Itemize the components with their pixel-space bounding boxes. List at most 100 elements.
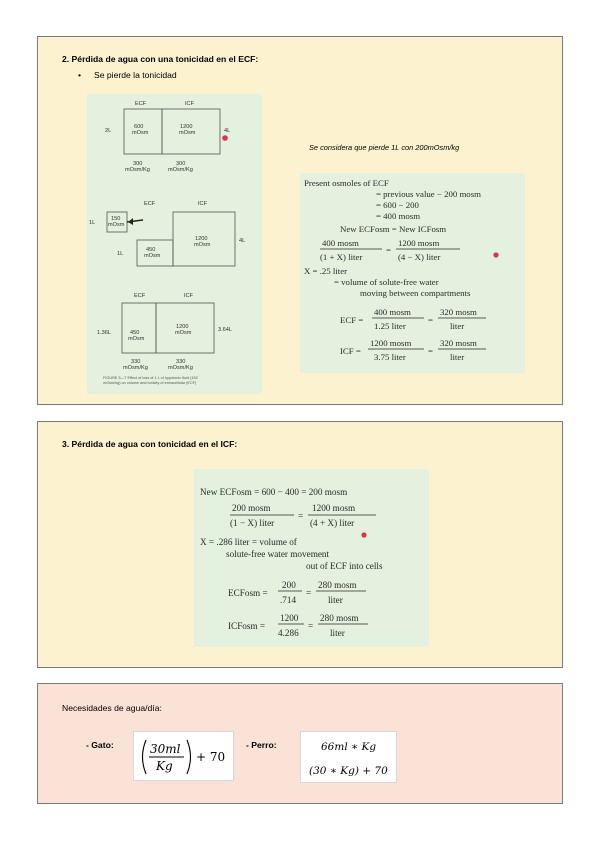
mid-icf-label: ICF [198,201,208,207]
frac1-numerator: 400 mosm [322,238,359,248]
section-icf-tonicity-loss: 3. Pérdida de agua con tonicidad en el I… [37,421,563,668]
icf-ecf-result-denominator: liter [328,595,343,605]
ecf-denominator: 1.25 liter [374,321,406,331]
top-left-volume: 2L [105,128,111,134]
bot-ecf-box [121,302,157,354]
top-icf-label: ICF [185,101,195,107]
section3-title: 3. Pérdida de agua con tonicidad en el I… [62,439,238,449]
top-ecf-conc-unit: mOsm/Kg [125,167,150,173]
icf-frac1-numerator: 200 mosm [232,503,271,513]
frac-equals-3: = [428,346,433,356]
ecf-result-numerator: 320 mosm [440,307,477,317]
bullet-text: Se pierde la tonicidad [94,70,177,80]
icf-calc-line-x: X = .286 liter = volume of [200,537,298,547]
lost-osm-value: 150 [111,216,120,222]
icf-denominator: 3.75 liter [374,352,406,362]
mid-ecf-volume: 1L [117,251,123,257]
icf-result-denominator: liter [450,352,464,362]
bot-icf-osm-value: 1200 [176,324,188,330]
icf-calc-line-out: out of ECF into cells [306,561,383,571]
icf-frac-equals-2: = [306,588,311,598]
icf-frac1-denominator: (1 − X) liter [230,518,274,528]
icf-label: ICF = [340,346,361,356]
figure-caption-line2: mOsm/kg) on volume and tonicity of extra… [103,381,197,385]
calc-line-result: = 400 mosm [376,211,420,221]
lost-osm-unit: mOsm [108,222,125,228]
figure-caption-line1: FIGURE 3—7 Effect of loss of 1 L of hypo… [103,376,198,380]
calc-line-x: X = .25 liter [304,266,347,276]
bot-ecf-osm-value: 450 [130,330,139,336]
laser-pointer-dot [493,252,499,258]
assumption-note: Se considera que pierde 1L con 200mOsm/k… [309,143,460,152]
top-icf-box [161,108,221,155]
mid-icf-osm-unit: mOsm [194,242,211,248]
cat-denominator: Kg [155,759,173,773]
ecf-calculation-photo: Present osmoles of ECF = previous value … [300,173,525,373]
icf-frac2-numerator: 1200 mosm [312,503,355,513]
frac2-numerator: 1200 mosm [398,238,439,248]
icf-calc-line-solute: solute-free water movement [226,549,330,559]
frac1-denominator: (1 + X) liter [320,252,362,262]
top-right-volume: 4L [224,128,230,134]
top-icf-conc-unit: mOsm/Kg [168,167,193,173]
cat-plus-constant: + 70 [196,750,225,764]
laser-pointer-dot [222,135,228,141]
bot-icf-conc-value: 330 [176,359,185,365]
ecf-numerator: 400 mosm [374,307,411,317]
top-ecf-conc-value: 300 [133,161,142,167]
top-ecf-osm-unit: mOsm [132,130,149,136]
mid-ecf-label: ECF [144,201,156,207]
icf-ecf-result-numerator: 280 mosm [318,580,357,590]
calc-line-present-osmoles: Present osmoles of ECF [304,178,389,188]
frac-equals-1: = [386,245,391,255]
bot-icf-volume: 3.64L [218,327,232,333]
calc-line-volume: = volume of solute-free water [334,277,439,287]
bot-icf-box [155,302,215,354]
calc-line-previous: = previous value − 200 mosm [376,189,481,199]
loss-arrow-head [128,218,133,225]
bot-icf-osm-unit: mOsm [175,330,192,336]
dog-line2: (30 ∗ Kg) + 70 [309,765,388,777]
icf-ecf-denominator: .714 [280,595,296,605]
mid-icf-osm-value: 1200 [195,236,207,242]
compartment-diagram-photo: ECF ICF 2L 4L 600 mOsm 1200 mOsm 300 mOs… [87,94,262,394]
bot-ecf-osm-unit: mOsm [128,336,145,342]
bot-ecf-conc-value: 330 [131,359,140,365]
laser-pointer-dot [361,532,367,538]
bot-icf-label: ICF [184,293,194,299]
cat-numerator: 30ml [150,742,181,756]
mid-icf-box [172,211,236,267]
ecf-result-denominator: liter [450,321,464,331]
frac2-denominator: (4 − X) liter [398,252,440,262]
mid-ecf-osm-unit: mOsm [144,253,161,259]
icf-result-numerator: 320 mosm [440,338,477,348]
bot-ecf-conc-unit: mOsm/Kg [123,365,148,371]
bot-ecf-volume: 1.36L [97,330,111,336]
top-ecf-osm-value: 600 [134,124,143,130]
icf-frac-equals-1: = [298,511,303,521]
top-icf-osm-value: 1200 [180,124,192,130]
icf-icf-label: ICFosm = [228,621,265,631]
frac-equals-2: = [428,315,433,325]
section-ecf-tonicity-loss: 2. Pérdida de agua con una tonicidad en … [37,36,563,405]
top-icf-osm-unit: mOsm [179,130,196,136]
icf-ecf-label: ECFosm = [228,588,268,598]
icf-icf-denominator: 4.286 [278,628,299,638]
icf-icf-result-numerator: 280 mosm [320,613,359,623]
lost-volume: 1L [89,220,95,226]
section2-title: 2. Pérdida de agua con una tonicidad en … [62,54,259,64]
water-requirements-title: Necesidades de agua/día: [62,703,162,713]
icf-icf-numerator: 1200 [280,613,299,623]
top-icf-conc-value: 300 [176,161,185,167]
icf-icf-result-denominator: liter [330,628,345,638]
icf-calculation-photo: New ECFosm = 600 − 400 = 200 mosm 200 mo… [194,469,429,647]
icf-numerator: 1200 mosm [370,338,411,348]
bullet-mark: • [78,70,82,80]
calc-line-moving: moving between compartments [360,288,471,298]
cat-formula: 30ml Kg + 70 [133,731,234,781]
ecf-label: ECF = [340,315,363,325]
icf-calc-line-new-ecf: New ECFosm = 600 − 400 = 200 mosm [200,487,347,497]
calc-line-subtraction: = 600 − 200 [376,200,420,210]
dog-formula: 66ml ∗ Kg (30 ∗ Kg) + 70 [300,731,397,783]
bot-icf-conc-unit: mOsm/Kg [168,365,193,371]
